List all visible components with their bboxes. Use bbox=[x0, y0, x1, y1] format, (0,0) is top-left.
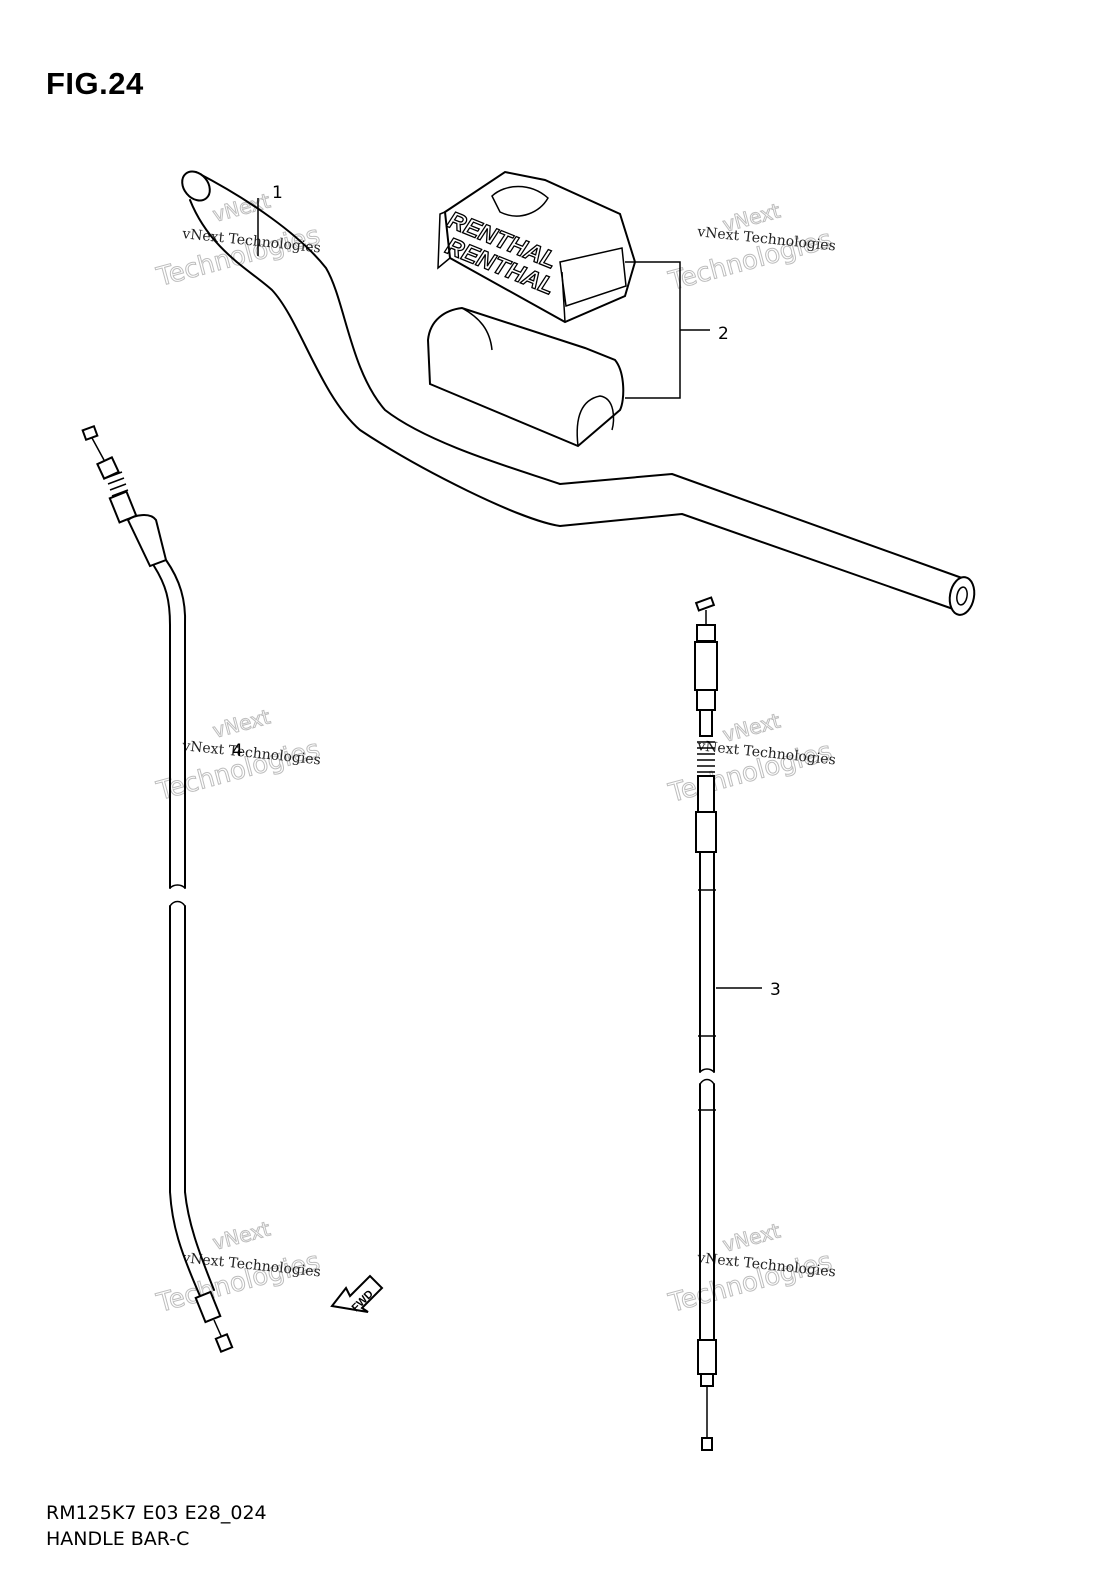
watermark-small: vNext bbox=[720, 1218, 783, 1256]
watermark-bottom-left: vNext Technologies vNext Technologies bbox=[153, 1216, 324, 1320]
watermark-small: vNext bbox=[210, 188, 273, 226]
watermark-top-left: vNext Technologies vNext Technologies bbox=[153, 188, 324, 294]
callout-2: 2 bbox=[718, 324, 729, 344]
handlebar bbox=[181, 170, 976, 616]
handlebar-pad: RENTHAL RENTHAL bbox=[426, 170, 637, 448]
callout-4: 4 bbox=[232, 741, 243, 761]
leader-2 bbox=[625, 261, 710, 399]
section-name: HANDLE BAR-C bbox=[46, 1528, 190, 1550]
watermark-small: vNext bbox=[210, 704, 273, 742]
callout-leaders bbox=[257, 198, 710, 399]
watermark-mid-right: vNext Technologies vNext Technologies bbox=[665, 708, 837, 810]
watermark-small: vNext bbox=[210, 1216, 273, 1254]
callout-3: 3 bbox=[770, 980, 781, 1000]
clutch-cable bbox=[694, 596, 762, 1451]
callout-1: 1 bbox=[272, 183, 283, 203]
model-code: RM125K7 E03 E28_024 bbox=[46, 1502, 267, 1524]
fwd-arrow-icon: FWD bbox=[330, 1274, 384, 1314]
figure-title: FIG.24 bbox=[46, 66, 144, 101]
watermark-bottom-right: vNext Technologies vNext Technologies bbox=[665, 1218, 837, 1320]
watermark-top-right: vNext Technologies vNext Technologies bbox=[665, 198, 837, 298]
throttle-cable bbox=[81, 424, 234, 1354]
